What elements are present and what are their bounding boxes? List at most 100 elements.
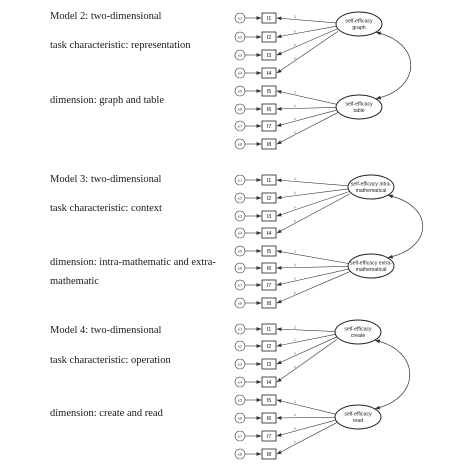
loading-label: λ — [294, 29, 296, 33]
indicator-box — [261, 120, 277, 132]
loading-label: λ — [294, 56, 296, 60]
latent-label: graph — [352, 25, 365, 31]
indicator-box — [261, 85, 277, 97]
indicator-box — [261, 192, 277, 204]
indicator-label: I8 — [267, 301, 272, 307]
indicator-label: I5 — [267, 398, 272, 404]
indicator-label: I8 — [267, 142, 272, 148]
error-label: e5 — [238, 397, 243, 402]
indicator-box — [261, 376, 277, 388]
loading-path — [276, 399, 337, 415]
loading-label: λ — [294, 205, 296, 209]
error-label: e3 — [238, 213, 243, 218]
indicator-label: I6 — [267, 107, 272, 113]
indicator-box — [261, 430, 277, 442]
model-4-characteristic: task characteristic: operation — [50, 355, 171, 366]
error-label: e5 — [238, 248, 243, 253]
indicator-box — [261, 279, 277, 291]
loading-label: λ — [294, 104, 296, 108]
latent-label: self-efficacy — [344, 412, 372, 418]
latent-label: table — [353, 108, 364, 114]
loading-path — [276, 416, 337, 420]
loading-label: 1 — [294, 325, 296, 329]
indicator-box — [261, 448, 277, 460]
indicator-label: I3 — [267, 53, 272, 59]
loading-path — [276, 112, 338, 145]
latent-label: create — [351, 333, 366, 339]
model-3-characteristic: task characteristic: context — [50, 203, 162, 214]
latent-label: self-efficacy intra- — [351, 182, 392, 188]
error-label: e8 — [238, 300, 243, 305]
loading-label: λ — [294, 43, 296, 47]
loading-path — [276, 90, 338, 105]
loading-label: λ — [294, 338, 296, 342]
covariance-arc — [387, 194, 424, 259]
model-3-title: Model 3: two-dimensional — [50, 174, 162, 185]
indicator-label: I1 — [267, 178, 272, 184]
loading-path — [276, 109, 338, 127]
indicator-label: I7 — [267, 283, 272, 289]
loading-path — [276, 16, 338, 24]
indicator-label: I6 — [267, 266, 272, 272]
loading-label: 1 — [294, 90, 296, 94]
loading-path — [276, 327, 337, 332]
loading-path — [276, 422, 337, 455]
loading-label: λ — [294, 219, 296, 223]
latent-label: self-efficacy — [344, 327, 372, 333]
latent-label: self-efficacy — [345, 19, 373, 25]
error-label: e5 — [238, 88, 243, 93]
indicator-label: I3 — [267, 214, 272, 220]
loading-label: 1 — [294, 15, 296, 19]
indicator-label: I7 — [267, 124, 272, 130]
error-label: e2 — [238, 195, 243, 200]
loading-label: λ — [294, 130, 296, 134]
loading-path — [276, 265, 350, 270]
loading-path — [276, 188, 350, 200]
error-label: e1 — [238, 326, 243, 331]
latent-factor — [334, 404, 382, 430]
indicator-box — [261, 297, 277, 309]
loading-label: λ — [294, 263, 296, 267]
loading-path — [276, 336, 337, 365]
error-label: e4 — [238, 379, 243, 384]
indicator-label: I5 — [267, 249, 272, 255]
loading-path — [276, 271, 350, 304]
loading-path — [276, 193, 350, 234]
indicator-label: I1 — [267, 327, 272, 333]
loading-path — [276, 28, 338, 56]
error-label: e2 — [238, 343, 243, 348]
error-label: e6 — [238, 265, 243, 270]
loading-path — [276, 419, 337, 437]
error-label: e7 — [238, 282, 243, 287]
latent-factor — [347, 253, 395, 279]
error-label: e4 — [238, 230, 243, 235]
indicator-label: I4 — [267, 71, 272, 77]
error-label: e6 — [238, 106, 243, 111]
error-label: e1 — [238, 15, 243, 20]
latent-factor — [335, 11, 383, 37]
loading-label: λ — [294, 365, 296, 369]
latent-label: self-efficacy — [345, 102, 373, 108]
indicator-box — [261, 103, 277, 115]
latent-factor — [334, 319, 382, 345]
loading-path — [276, 25, 338, 39]
indicator-label: I2 — [267, 196, 272, 202]
indicator-box — [261, 245, 277, 257]
indicator-label: I2 — [267, 35, 272, 41]
covariance-arc — [374, 339, 411, 410]
indicator-label: I3 — [267, 362, 272, 368]
indicator-box — [261, 358, 277, 370]
model-2-dimension: dimension: graph and table — [50, 95, 165, 106]
indicator-box — [261, 227, 277, 239]
error-label: e6 — [238, 415, 243, 420]
loading-path — [276, 191, 350, 217]
model-2-characteristic: task characteristic: representation — [50, 40, 191, 51]
indicator-box — [261, 174, 277, 186]
error-label: e1 — [238, 177, 243, 182]
loading-label: λ — [294, 291, 296, 295]
error-label: e4 — [238, 70, 243, 75]
loading-label: λ — [294, 191, 296, 195]
model-4-dimension: dimension: create and read — [50, 408, 163, 419]
loading-label: λ — [294, 277, 296, 281]
